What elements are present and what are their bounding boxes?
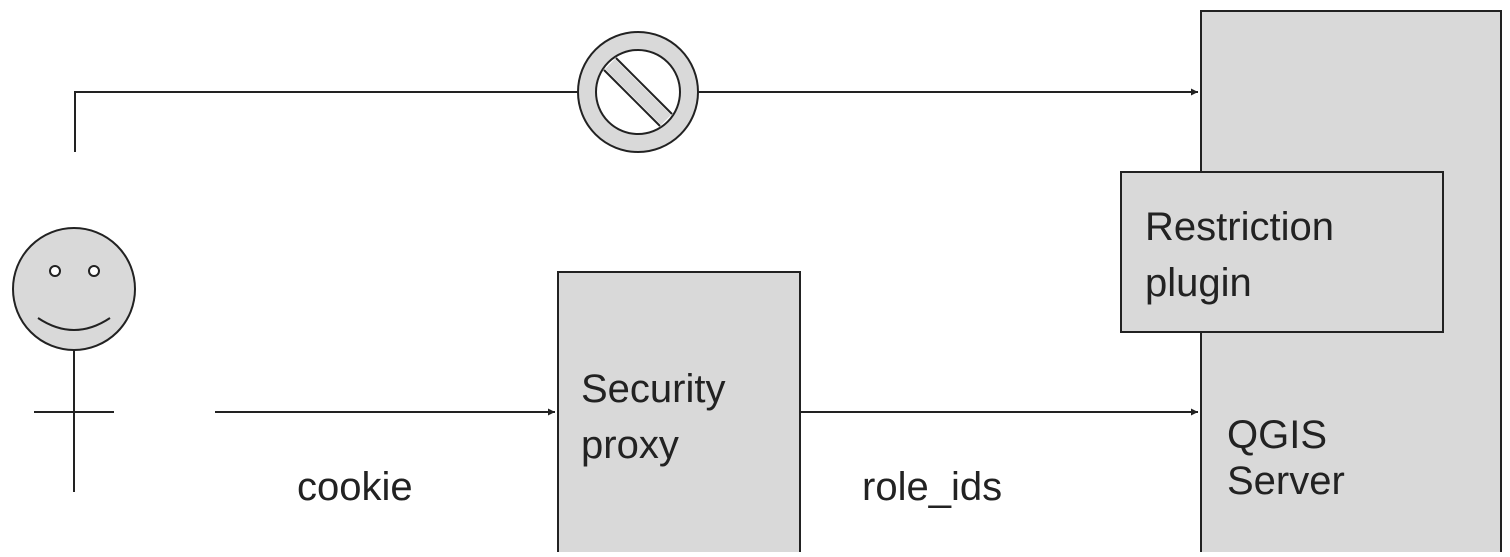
security-proxy-box: Security proxy [557, 271, 801, 557]
restriction-plugin-label-line2: plugin [1145, 261, 1252, 305]
restriction-plugin-box: Restriction plugin [1120, 171, 1444, 333]
cookie-label: cookie [297, 465, 413, 509]
role-ids-label: role_ids [862, 465, 1002, 509]
security-proxy-label-line2: proxy [581, 423, 679, 467]
prohibited-icon [577, 31, 699, 153]
smiley-stick-figure-icon [12, 227, 136, 492]
qgis-server-label-line2: Server [1227, 459, 1345, 503]
restriction-plugin-label-line1: Restriction [1145, 205, 1334, 249]
security-proxy-label-line1: Security [581, 367, 726, 411]
qgis-server-label-line1: QGIS [1227, 413, 1327, 457]
blocked-direct-path [74, 88, 1198, 152]
